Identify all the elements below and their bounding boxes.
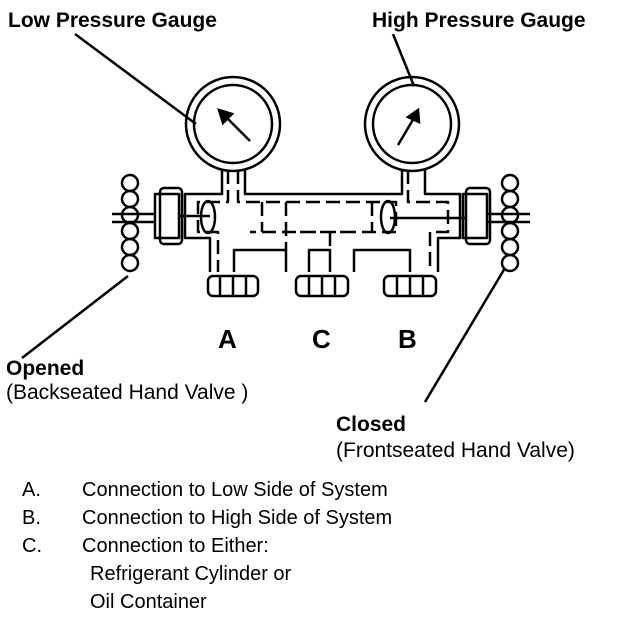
legend-text: Connection to High Side of System [82,507,393,529]
right-hand-valve [379,186,530,246]
low-pressure-gauge-label: Low Pressure Gauge [8,9,217,32]
port-c-fitting [294,274,350,298]
manifold-body [183,170,462,272]
high-pressure-gauge [363,75,461,173]
closed-note: (Frontseated Hand Valve) [336,439,575,462]
port-b-label: B [398,324,417,354]
port-c-label: C [312,324,331,354]
closed-label: Closed [336,413,407,436]
right-valve-handle [500,173,520,273]
high-pressure-gauge-label: High Pressure Gauge [372,9,586,32]
legend-key: A. [22,479,41,501]
port-b-fitting [382,274,438,298]
legend-subtext: Oil Container [90,591,207,613]
closed-leader [423,267,507,403]
left-hand-valve [112,186,217,246]
left-valve-handle [120,173,140,273]
low-gauge-leader [74,32,197,126]
port-a-fitting [206,274,260,298]
port-a-label: A [218,324,237,354]
legend-text: Connection to Either: [82,535,269,557]
opened-label: Opened [6,357,85,380]
low-pressure-gauge [184,75,282,173]
opened-leader [21,275,129,359]
legend-subtext: Refrigerant Cylinder or [90,563,292,585]
legend-key: B. [22,507,41,529]
legend-key: C. [22,535,42,557]
opened-note: (Backseated Hand Valve ) [6,381,249,404]
low-gauge-needle [217,108,251,142]
high-gauge-needle [396,107,421,146]
legend-text: Connection to Low Side of System [82,479,388,501]
